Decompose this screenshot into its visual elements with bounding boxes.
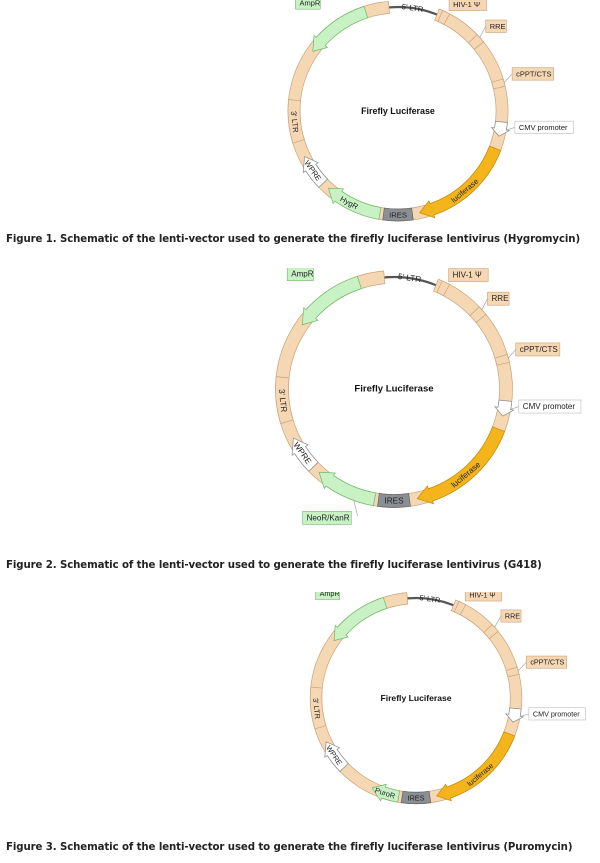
wpre-feature (302, 156, 328, 188)
cppt-label-box (515, 342, 561, 357)
ltr5-feature (287, 1, 509, 222)
luciferase-label: luciferase (449, 177, 480, 205)
hiv-psi-feature (436, 280, 451, 297)
ires-label: IRES (389, 211, 407, 220)
ires-label: IRES (407, 794, 424, 803)
figure-caption-1: Figure 1. Schematic of the lenti-vector … (6, 234, 581, 245)
ltr3-label: 3' LTR (277, 389, 288, 413)
ltr5-label: 5' LTR (397, 272, 421, 284)
cmv-promoter-label: CMV promoter (519, 123, 568, 132)
leader-line (481, 298, 488, 311)
leader-line (504, 73, 513, 83)
cmv-promoter-label-box (528, 707, 586, 721)
cppt-feature (505, 666, 520, 678)
resistance-label: NeoR/KanR (307, 513, 350, 522)
ltr3-feature (287, 99, 305, 144)
cmv-promoter-feature (504, 707, 525, 723)
resistance-feature (327, 187, 382, 220)
ires-label: IRES (384, 497, 404, 506)
hiv-psi-label-box (465, 592, 502, 602)
ampr-label-box (295, 0, 321, 10)
cppt-label: cPPT/CTS (530, 658, 564, 667)
cmv-promoter-feature (490, 120, 511, 137)
ltr3-label: 3' LTR (311, 698, 322, 720)
ltr5-label: 5' LTR (419, 593, 441, 605)
rre-label: RRE (505, 612, 520, 621)
ampr-label: AmpR (320, 592, 340, 598)
leader-line (479, 26, 487, 38)
luciferase-feature (436, 731, 516, 802)
leader-line (494, 615, 502, 628)
cmv-promoter-label: CMV promoter (533, 709, 580, 718)
ires-feature (382, 207, 414, 222)
hiv-psi-label-box (448, 0, 487, 11)
leader-line (353, 499, 358, 516)
rre-feature (469, 306, 487, 324)
rre-label-box (500, 609, 522, 623)
rre-label: RRE (490, 22, 506, 31)
luciferase-label: luciferase (465, 761, 495, 788)
cppt-label: cPPT/CTS (516, 69, 551, 78)
leader-line (518, 661, 527, 671)
luciferase-feature (416, 426, 506, 505)
cppt-feature (491, 78, 506, 90)
cppt-label-box (526, 655, 567, 669)
hiv-psi-label: HIV-1 Ψ (469, 592, 495, 599)
ires-feature (400, 790, 432, 805)
leader-line (507, 349, 516, 359)
ltr5-label: 5' LTR (401, 2, 424, 14)
hiv-psi-label-box (448, 268, 489, 282)
hiv-psi-feature (453, 600, 467, 616)
ltr3-label: 3' LTR (289, 111, 300, 134)
plasmid-name: Firefly Luciferase (361, 106, 435, 116)
ltr3-feature (309, 686, 327, 730)
cmv-promoter-label-box (514, 120, 574, 134)
ampr-label: AmpR (299, 0, 320, 7)
luciferase-feature (419, 145, 502, 219)
ltr5-feature (275, 270, 513, 508)
ampr-feature (312, 5, 369, 52)
hiv-psi-label: HIV-1 Ψ (453, 271, 482, 280)
luciferase-label: luciferase (450, 460, 483, 490)
leader-line (520, 713, 529, 717)
resistance-label-box (302, 511, 352, 525)
figure-caption-2: Figure 2. Schematic of the lenti-vector … (6, 560, 542, 571)
cmv-promoter-label: CMV promoter (523, 402, 576, 411)
rre-label-box (485, 19, 507, 33)
leader-line (510, 406, 519, 410)
ampr-label: AmpR (291, 270, 314, 279)
cppt-feature (494, 353, 510, 366)
rre-feature (468, 34, 484, 50)
wpre-feature (291, 437, 319, 472)
ampr-label-box (315, 592, 341, 600)
ltr5-feature (309, 592, 523, 805)
hiv-psi-feature (437, 10, 451, 25)
plasmid-name: Firefly Luciferase (354, 384, 433, 395)
plasmid-name: Firefly Luciferase (380, 693, 451, 703)
ampr-feature (333, 596, 388, 642)
wpre-feature (324, 741, 349, 772)
cppt-label-box (511, 67, 555, 81)
rre-label: RRE (492, 294, 510, 303)
ires-feature (377, 493, 411, 508)
ltr3-feature (275, 376, 294, 425)
resistance-feature (371, 783, 401, 803)
cppt-label: cPPT/CTS (520, 345, 558, 354)
rre-feature (483, 624, 499, 640)
rre-label-box (487, 291, 510, 306)
figure-caption-3: Figure 3. Schematic of the lenti-vector … (6, 842, 573, 853)
cmv-promoter-feature (494, 399, 515, 417)
leader-line (506, 127, 515, 131)
resistance-feature (318, 471, 377, 507)
ampr-feature (301, 275, 362, 326)
cmv-promoter-label-box (518, 399, 582, 414)
hiv-psi-label: HIV-1 Ψ (453, 0, 480, 9)
ampr-label-box (286, 268, 314, 281)
